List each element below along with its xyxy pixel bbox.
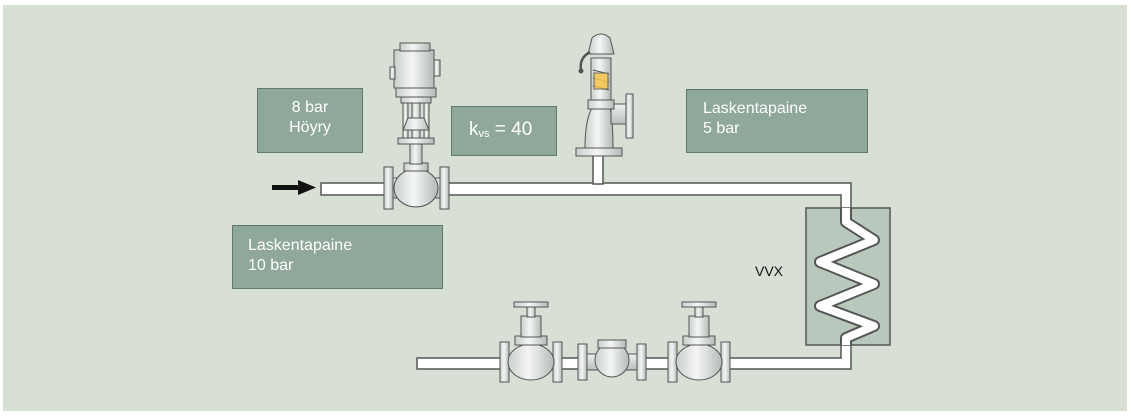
kvs-symbol: k (469, 119, 479, 140)
shutoff-valve-icon (667, 301, 731, 383)
inlet-medium-text: Höyry (289, 119, 331, 136)
shutoff-valve-icon (499, 301, 563, 383)
design-pressure-title: Laskentapaine (703, 100, 808, 117)
kvs-equals: = (489, 119, 512, 140)
steam-trap-icon (577, 339, 647, 381)
safety-valve-icon (575, 33, 634, 157)
design-pressure-value: 10 bar (248, 257, 294, 274)
heat-exchanger-icon (805, 207, 891, 346)
actuator-icon (389, 42, 441, 98)
control-valve-icon (383, 95, 450, 210)
heat-exchanger-label: VVX (755, 263, 784, 279)
kvs-text: kvs = 40 (469, 119, 533, 141)
inlet-steam-label: 8 bar Höyry (257, 88, 363, 153)
design-pressure-value: 5 bar (703, 120, 740, 137)
design-pressure-upstream-label: Laskentapaine 10 bar (232, 225, 443, 289)
kvs-value: 40 (511, 119, 533, 140)
safety-valve-branch (592, 154, 604, 185)
diagram-panel (3, 5, 1127, 411)
design-pressure-downstream-label: Laskentapaine 5 bar (686, 89, 868, 153)
kvs-subscript: vs (478, 128, 490, 140)
kvs-label: kvs = 40 (451, 106, 557, 156)
design-pressure-title: Laskentapaine (248, 237, 353, 254)
flow-arrow-icon (272, 180, 316, 195)
inlet-pressure-text: 8 bar (291, 99, 329, 116)
